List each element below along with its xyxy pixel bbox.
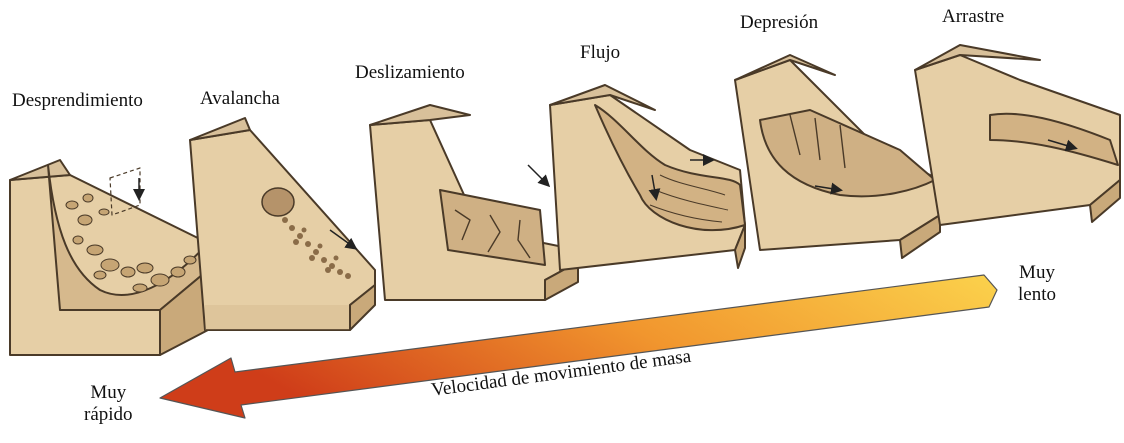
block-flujo <box>549 84 746 271</box>
block-depresion <box>734 54 941 259</box>
speed-fast-line2: rápido <box>84 404 133 425</box>
block-deslizamiento <box>369 104 579 301</box>
label-desprendimiento: Desprendimiento <box>12 90 143 111</box>
label-deslizamiento: Deslizamiento <box>355 62 465 83</box>
block-desprendimiento <box>9 159 209 356</box>
label-avalancha: Avalancha <box>200 88 280 109</box>
block-arrastre <box>914 44 1121 226</box>
label-depresion: Depresión <box>740 12 819 33</box>
speed-fast-label: Muy rápido <box>84 382 133 426</box>
speed-slow-label: Muy lento <box>1018 262 1056 306</box>
label-arrastre: Arrastre <box>942 6 1005 27</box>
block-avalancha <box>189 117 376 331</box>
label-flujo: Flujo <box>580 42 621 63</box>
speed-gradient-arrow <box>159 274 998 419</box>
speed-slow-line1: Muy <box>1019 262 1055 283</box>
speed-fast-line1: Muy <box>90 382 127 403</box>
speed-slow-line2: lento <box>1018 284 1056 305</box>
